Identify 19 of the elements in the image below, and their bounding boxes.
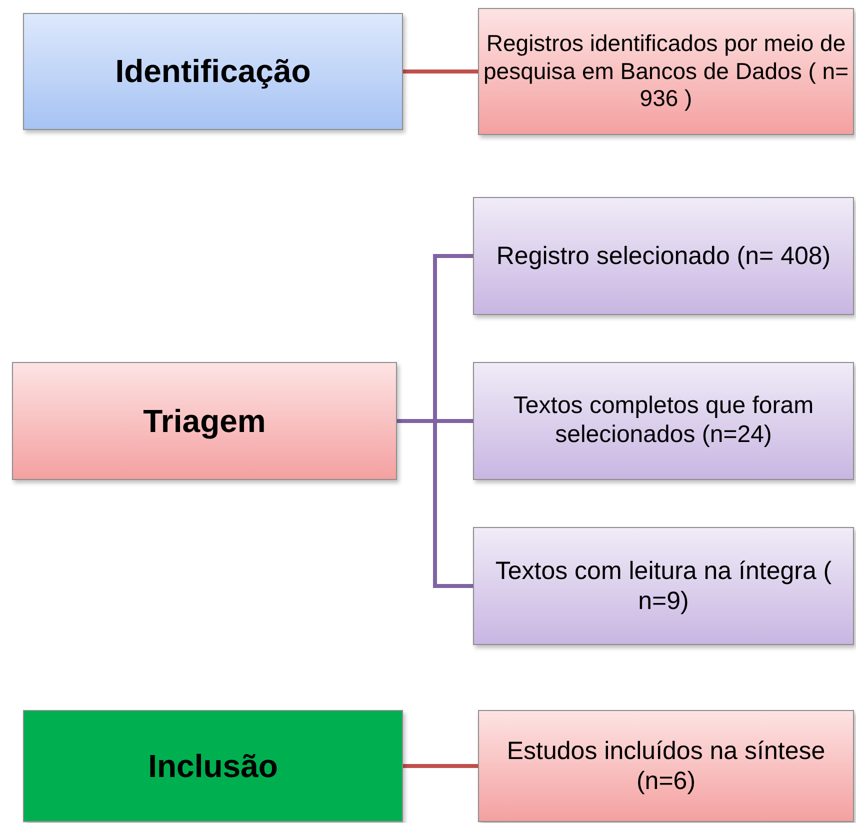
step-text: Textos com leitura na íntegra ( n=9) xyxy=(494,556,833,616)
stage-label: Triagem xyxy=(142,402,267,440)
stage-box xyxy=(12,362,397,480)
process-box xyxy=(473,197,854,315)
process-box xyxy=(478,710,854,822)
stage-label: Identificação xyxy=(114,53,312,90)
step-text: Textos completos que foram selecionados (n=24) xyxy=(512,392,815,450)
process-box xyxy=(473,527,854,645)
stage-label: Inclusão xyxy=(147,748,279,784)
process-box xyxy=(478,8,854,135)
process-box xyxy=(473,362,854,480)
stage-box xyxy=(23,13,403,130)
connector-line xyxy=(403,70,478,74)
step-text: Registro selecionado (n= 408) xyxy=(495,241,832,271)
step-text: Registros identificados por meio de pesquisa em Bancos de Dados ( n= 936 ) xyxy=(482,30,850,113)
connector-line xyxy=(397,419,473,588)
connector-line xyxy=(403,764,478,768)
step-text: Estudos incluídos na síntese (n=6) xyxy=(506,736,826,796)
stage-box xyxy=(23,710,403,822)
